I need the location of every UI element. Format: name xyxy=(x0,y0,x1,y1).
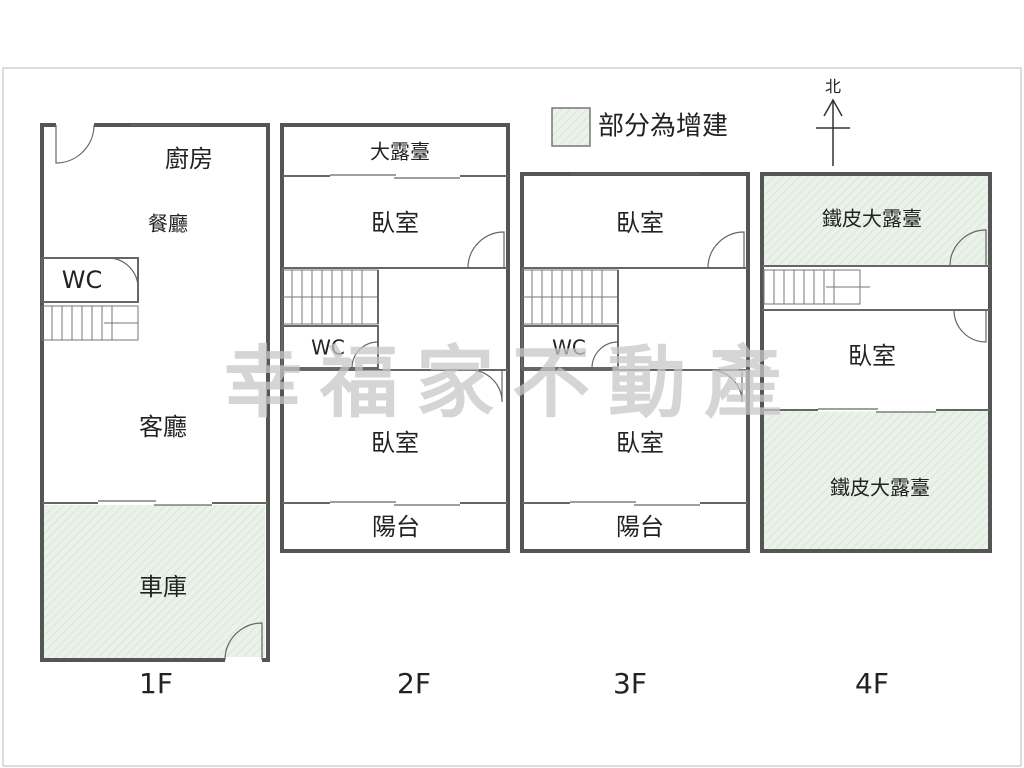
iron-terrace-bottom-addition-fill xyxy=(764,410,988,551)
room-balcony-2f: 陽台 xyxy=(372,513,420,541)
legend-swatch xyxy=(551,107,591,147)
room-bedroom-2f-top: 臥室 xyxy=(371,209,419,237)
room-iron-terrace-4f-bottom: 鐵皮大露臺 xyxy=(830,476,930,500)
room-iron-terrace-4f-top: 鐵皮大露臺 xyxy=(822,207,922,231)
north-label: 北 xyxy=(825,77,841,96)
garage-door xyxy=(224,622,263,661)
room-terrace-2f: 大露臺 xyxy=(370,140,430,164)
wc-2f-door xyxy=(351,341,379,369)
wc-1f-door xyxy=(107,257,139,289)
stair-3f xyxy=(521,269,619,325)
north-arrow: 北 xyxy=(816,77,850,166)
floor-label-4f: 4F xyxy=(855,667,889,700)
kitchen-door xyxy=(55,124,95,164)
garage-addition-fill xyxy=(42,505,265,660)
room-wc-3f: WC xyxy=(552,336,586,360)
stair-2f xyxy=(281,269,379,325)
wc-3f-wall xyxy=(521,325,619,369)
watermark: 幸福家不動產 xyxy=(224,338,800,428)
room-bedroom-3f-top: 臥室 xyxy=(616,209,664,237)
floor-4f-outline xyxy=(760,172,992,553)
bedroom-2f-bottom-door xyxy=(469,369,503,403)
floor-2f: 大露臺 臥室 WC 臥室 陽台 2F xyxy=(280,123,510,700)
floor-3f: 臥室 WC 臥室 陽台 3F xyxy=(520,172,750,700)
bedroom-2f-top-door xyxy=(467,231,505,269)
wc-2f-wall xyxy=(281,325,379,369)
floor-label-1f: 1F xyxy=(139,667,173,700)
floor-label-2f: 2F xyxy=(397,667,431,700)
stair-4f xyxy=(763,269,870,305)
bedroom-3f-bottom-door xyxy=(709,369,743,403)
floor-1f: 廚房 餐廳 WC 客廳 車庫 1F xyxy=(40,122,270,700)
bedroom-3f-top-door xyxy=(707,231,745,269)
room-balcony-3f: 陽台 xyxy=(616,513,664,541)
legend: 部分為增建 xyxy=(551,107,728,147)
room-living: 客廳 xyxy=(139,413,187,441)
room-garage: 車庫 xyxy=(139,573,187,601)
iron-terrace-top-addition-fill xyxy=(764,176,988,266)
room-wc-1f: WC xyxy=(62,266,103,294)
wc-3f-door xyxy=(591,341,619,369)
wc-1f-wall xyxy=(41,257,139,303)
legend-label: 部分為增建 xyxy=(598,112,728,142)
floor-4f: 鐵皮大露臺 臥室 鐵皮大露臺 4F xyxy=(760,172,992,700)
bedroom-4f-door xyxy=(953,309,987,343)
room-bedroom-2f-bottom: 臥室 xyxy=(371,429,419,457)
stair-1f xyxy=(41,305,139,341)
floor-label-3f: 3F xyxy=(613,667,647,700)
room-bedroom-4f: 臥室 xyxy=(848,342,896,370)
iron-terrace-top-door xyxy=(949,229,987,267)
room-wc-2f: WC xyxy=(311,336,345,360)
room-dining: 餐廳 xyxy=(148,212,188,236)
image-frame xyxy=(2,67,1022,767)
room-bedroom-3f-bottom: 臥室 xyxy=(616,429,664,457)
room-kitchen: 廚房 xyxy=(165,145,213,173)
